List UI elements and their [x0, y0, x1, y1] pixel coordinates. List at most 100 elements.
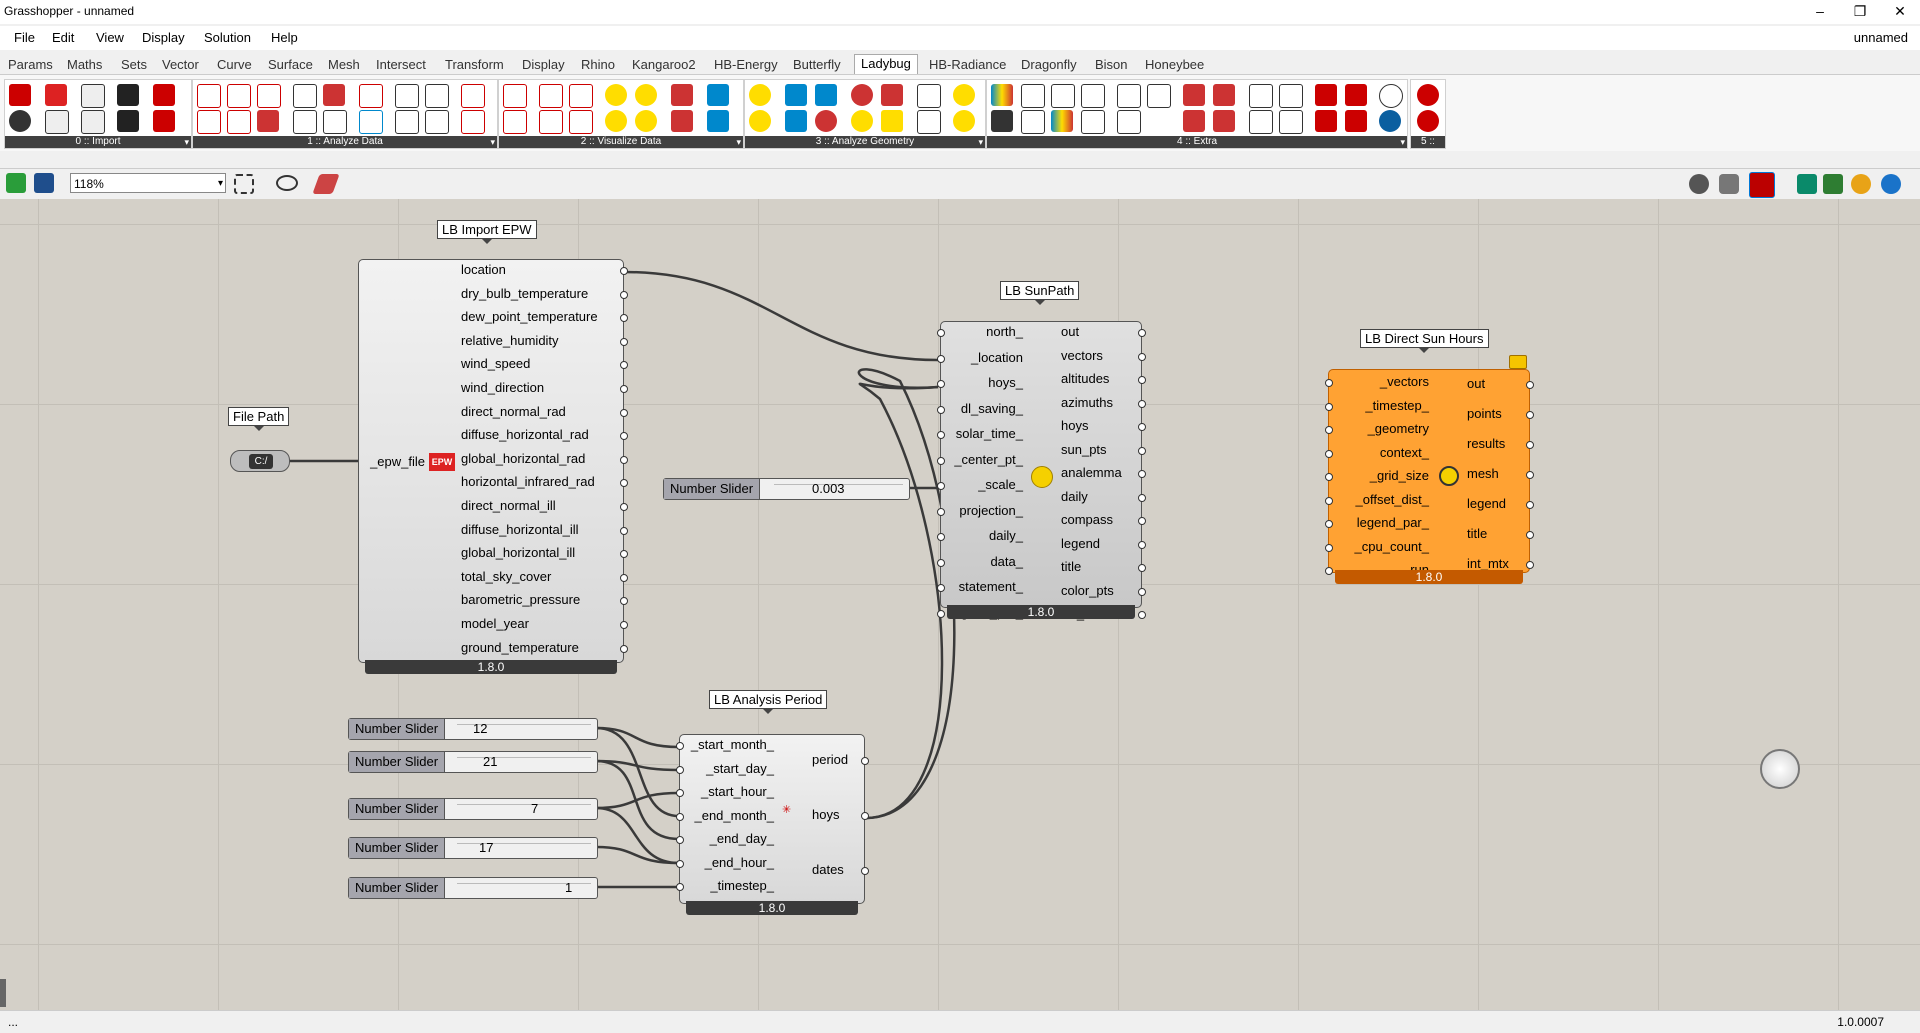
- slider-value[interactable]: 21: [483, 754, 498, 769]
- output-port[interactable]: barometric_pressure: [461, 592, 581, 608]
- output-grip[interactable]: [620, 267, 628, 275]
- record-2-icon[interactable]: [1417, 110, 1439, 132]
- output-grip[interactable]: [620, 432, 628, 441]
- input-grip[interactable]: [676, 836, 684, 844]
- convert-icon[interactable]: [293, 110, 317, 134]
- output-grip[interactable]: [861, 812, 869, 820]
- slider-track[interactable]: [457, 724, 591, 734]
- input-grip[interactable]: [937, 380, 945, 388]
- group-expand-icon[interactable]: ▾: [736, 137, 741, 147]
- input-grip[interactable]: [676, 742, 684, 750]
- output-port[interactable]: results: [1467, 436, 1506, 451]
- output-grip[interactable]: [620, 455, 628, 464]
- input-grip[interactable]: [1325, 426, 1333, 434]
- slider-track[interactable]: [774, 484, 903, 494]
- view-icon[interactable]: [785, 84, 807, 106]
- minimize-button[interactable]: –: [1816, 3, 1824, 19]
- output-grip[interactable]: [1138, 540, 1146, 549]
- radiation-rose-icon[interactable]: [671, 110, 693, 132]
- input-grip[interactable]: [937, 482, 945, 490]
- output-grip[interactable]: [1138, 564, 1146, 572]
- grid-icon[interactable]: [323, 84, 345, 106]
- output-port[interactable]: wind_direction: [461, 380, 545, 395]
- c-f-icon[interactable]: [1183, 110, 1205, 132]
- number-slider-end-day[interactable]: Number Slider 17: [348, 837, 598, 859]
- sort-icon[interactable]: [197, 84, 221, 108]
- ribbon-group-label[interactable]: 0 :: Import: [5, 136, 191, 148]
- input-grip[interactable]: [676, 812, 684, 821]
- input-port[interactable]: _end_month_: [694, 807, 774, 823]
- output-port[interactable]: dry_bulb_temperature: [461, 285, 589, 301]
- ribbon-group-label[interactable]: 2 :: Visualize Data: [499, 136, 743, 148]
- wind-icon[interactable]: [461, 110, 485, 134]
- number-slider-scale[interactable]: Number Slider 0.003: [663, 478, 910, 500]
- input-port[interactable]: _end_day_: [709, 831, 774, 846]
- tab-rhino[interactable]: Rhino: [581, 57, 615, 72]
- ribbon-group-label[interactable]: 1 :: Analyze Data: [193, 136, 497, 148]
- tab-params[interactable]: Params: [8, 57, 53, 72]
- input-port[interactable]: solar_time_: [955, 426, 1023, 441]
- input-grip[interactable]: [937, 354, 945, 363]
- folder-icon[interactable]: [1345, 84, 1367, 106]
- preview-wire-icon[interactable]: [1719, 174, 1739, 194]
- input-grip[interactable]: [1325, 402, 1333, 411]
- circle-icon[interactable]: [1117, 110, 1141, 134]
- arrows-icon[interactable]: [815, 84, 837, 106]
- house-2-icon[interactable]: [1315, 110, 1337, 132]
- output-grip[interactable]: [620, 337, 628, 346]
- output-port[interactable]: location: [461, 262, 506, 277]
- output-grip[interactable]: [620, 314, 628, 323]
- output-grip[interactable]: [1138, 423, 1146, 431]
- output-port[interactable]: relative_humidity: [461, 332, 559, 348]
- crosshair-icon[interactable]: [1379, 84, 1403, 108]
- file-path-label[interactable]: File Path: [228, 407, 290, 431]
- psychrometric-icon[interactable]: [539, 110, 563, 134]
- output-port[interactable]: legend: [1467, 496, 1507, 511]
- sun-6-icon[interactable]: [851, 110, 873, 132]
- input-grip[interactable]: [676, 789, 684, 797]
- curve-icon[interactable]: [359, 110, 383, 134]
- output-grip[interactable]: [1526, 561, 1534, 569]
- input-grip[interactable]: [937, 584, 945, 592]
- output-grip[interactable]: [1138, 517, 1146, 525]
- input-port[interactable]: _cpu_count_: [1354, 538, 1429, 554]
- zoom-select[interactable]: 118% ▾: [70, 173, 226, 193]
- grid-2-icon[interactable]: [1249, 110, 1273, 134]
- tab-curve[interactable]: Curve: [217, 57, 252, 72]
- input-grip[interactable]: [937, 329, 945, 337]
- radial-icon[interactable]: [707, 110, 729, 132]
- output-grip[interactable]: [620, 597, 628, 606]
- input-port[interactable]: _end_hour_: [704, 854, 774, 870]
- output-grip[interactable]: [620, 503, 628, 511]
- input-port[interactable]: daily_: [989, 528, 1023, 543]
- shade-2-icon[interactable]: [917, 84, 941, 108]
- input-port[interactable]: _grid_size: [1369, 468, 1429, 483]
- output-port[interactable]: global_horizontal_ill: [461, 545, 576, 561]
- slider-value[interactable]: 17: [479, 840, 494, 855]
- output-port[interactable]: points: [1467, 406, 1502, 421]
- phone-icon[interactable]: [991, 110, 1013, 132]
- input-grip[interactable]: [1325, 496, 1333, 505]
- output-port[interactable]: wind_speed: [461, 356, 531, 372]
- input-grip[interactable]: [676, 765, 684, 774]
- mesh-settings-icon[interactable]: [1823, 174, 1843, 194]
- input-grip[interactable]: [676, 859, 684, 868]
- people-4-icon[interactable]: [1279, 84, 1303, 108]
- output-grip[interactable]: [620, 526, 628, 535]
- input-grip[interactable]: [1325, 543, 1333, 552]
- input-port[interactable]: _timestep_: [710, 878, 774, 893]
- output-grip[interactable]: [620, 290, 628, 299]
- f-2-icon[interactable]: [1213, 84, 1235, 106]
- maximize-button[interactable]: ❐: [1853, 3, 1867, 19]
- input-port[interactable]: legend_par_: [1356, 515, 1429, 530]
- ny-to-icon[interactable]: [45, 110, 69, 134]
- eye-icon[interactable]: [276, 175, 298, 191]
- tab-honeybee[interactable]: Honeybee: [1145, 57, 1205, 72]
- menu-view[interactable]: View: [96, 30, 124, 45]
- download-icon[interactable]: [153, 84, 175, 106]
- preview-shaded-icon[interactable]: [1749, 172, 1775, 198]
- lines-icon[interactable]: [707, 84, 729, 106]
- grasshopper-canvas[interactable]: File Path C:/ LB Import EPW _epw_file EP…: [0, 199, 1920, 1010]
- tab-butterfly[interactable]: Butterfly: [793, 57, 841, 72]
- tab-vector[interactable]: Vector: [162, 57, 199, 72]
